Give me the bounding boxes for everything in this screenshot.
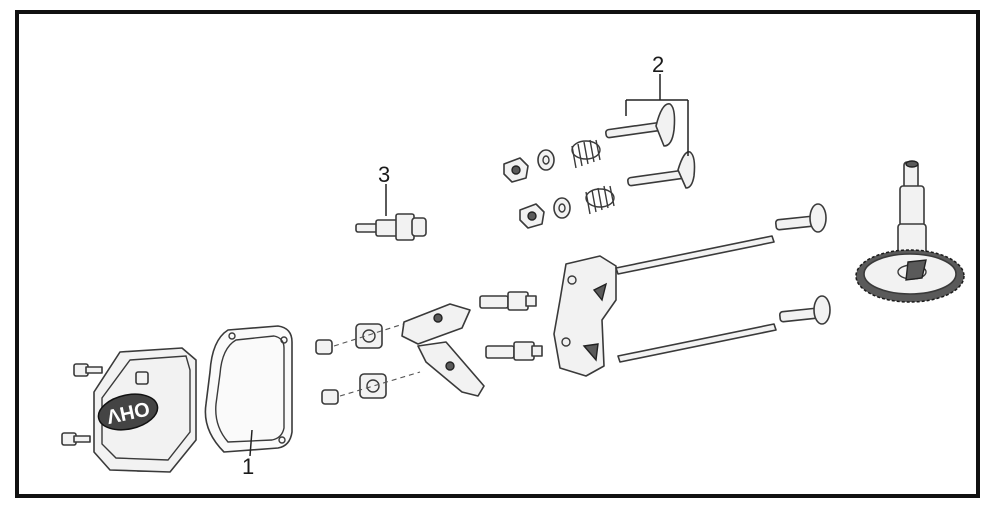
pivot-nut [321, 389, 339, 405]
valve-keeper [519, 203, 545, 229]
valve-spring [585, 185, 615, 215]
callout-1-label: 1 [242, 454, 254, 479]
tappet [778, 295, 831, 325]
spring-retainer [537, 149, 555, 171]
valve-keeper [503, 157, 529, 183]
cam-gear [855, 249, 965, 303]
callout-1-leader [249, 429, 253, 457]
ohv-logo: OHV [97, 393, 159, 431]
pivot-guide [359, 373, 387, 399]
assembly-axis [339, 371, 421, 397]
cover-gasket [204, 325, 293, 453]
valve-cover: OHV [93, 347, 197, 473]
callout-2-label: 2 [652, 52, 664, 77]
spring-retainer [553, 197, 571, 219]
exhaust-valve [627, 151, 696, 189]
cover-bolt [73, 363, 103, 377]
rocker-stud [479, 291, 537, 311]
push-rod [615, 235, 775, 275]
cover-bolt [61, 432, 91, 446]
pivot-guide [355, 323, 383, 349]
rocker-stud [485, 341, 543, 361]
callout-2-leader [625, 74, 689, 156]
push-rod [617, 323, 777, 363]
tappet [774, 203, 827, 233]
rocker-arm [401, 303, 471, 345]
spark-plug [355, 213, 427, 241]
push-rod-guide-plate [553, 255, 617, 377]
valve-spring [571, 139, 601, 169]
intake-valve [605, 103, 676, 147]
rocker-arm [417, 341, 485, 397]
pivot-nut [315, 339, 333, 355]
callout-3-label: 3 [378, 162, 390, 187]
